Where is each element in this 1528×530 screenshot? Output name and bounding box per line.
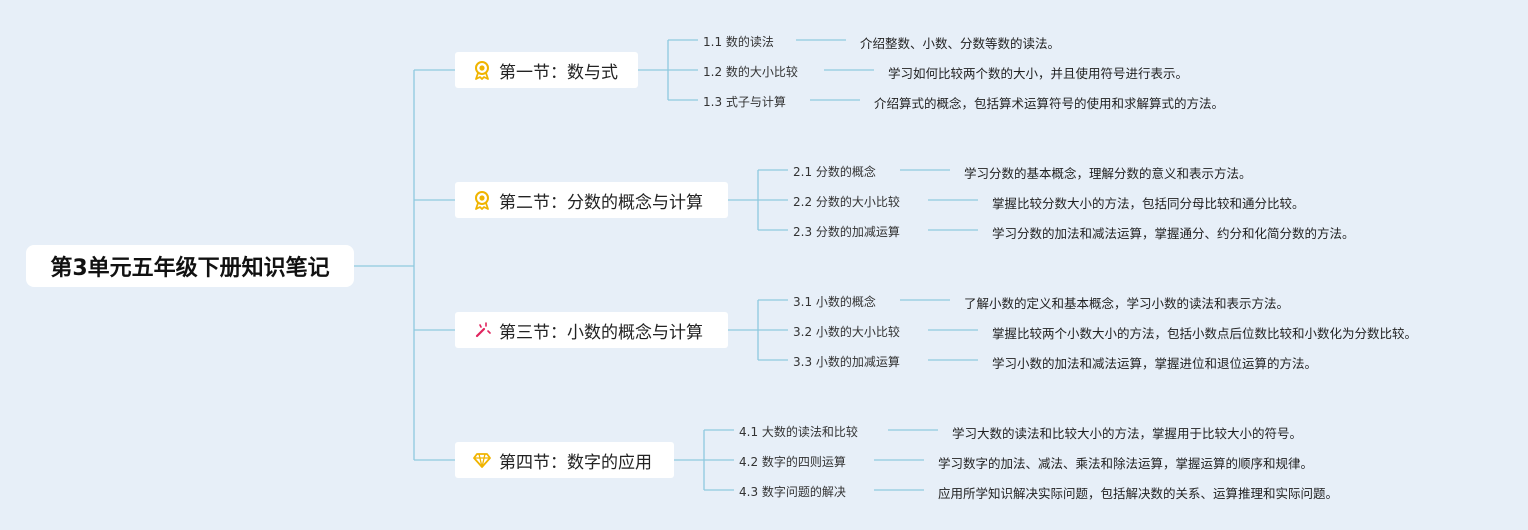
topic-description: 学习如何比较两个数的大小，并且使用符号进行表示。 [888,66,1189,81]
topic-description: 学习分数的基本概念，理解分数的意义和表示方法。 [964,166,1252,181]
section-title: 第四节：数字的应用 [499,452,652,473]
medal-icon [471,59,493,81]
root-node[interactable]: 第3单元五年级下册知识笔记 [26,245,354,287]
topic-description: 介绍整数、小数、分数等数的读法。 [860,36,1061,51]
topic-label[interactable]: 1.1 数的读法 [703,35,774,49]
section-node-3[interactable]: 第三节：小数的概念与计算 [455,312,728,348]
topic-description: 学习数字的加法、减法、乘法和除法运算，掌握运算的顺序和规律。 [938,456,1314,471]
section-node-4[interactable]: 第四节：数字的应用 [455,442,674,478]
topic-label[interactable]: 4.1 大数的读法和比较 [739,425,858,439]
section-title: 第二节：分数的概念与计算 [499,192,703,213]
topic-description: 应用所学知识解决实际问题，包括解决数的关系、运算推理和实际问题。 [938,486,1339,501]
topic-description: 学习小数的加法和减法运算，掌握进位和退位运算的方法。 [992,356,1318,371]
root-title: 第3单元五年级下册知识笔记 [50,256,330,281]
medal-icon [471,189,493,211]
topic-label[interactable]: 1.3 式子与计算 [703,95,786,109]
topic-description: 掌握比较分数大小的方法，包括同分母比较和通分比较。 [992,196,1305,211]
topic-description: 学习大数的读法和比较大小的方法，掌握用于比较大小的符号。 [952,426,1303,441]
section-node-1[interactable]: 第一节：数与式 [455,52,638,88]
topic-description: 掌握比较两个小数大小的方法，包括小数点后位数比较和小数化为分数比较。 [992,326,1418,341]
diamond-icon [471,449,493,471]
topic-label[interactable]: 4.2 数字的四则运算 [739,455,846,469]
topic-label[interactable]: 2.2 分数的大小比较 [793,195,900,209]
topic-label[interactable]: 2.3 分数的加减运算 [793,225,900,239]
topic-label[interactable]: 3.2 小数的大小比较 [793,325,900,339]
topic-label[interactable]: 1.2 数的大小比较 [703,65,798,79]
section-node-2[interactable]: 第二节：分数的概念与计算 [455,182,728,218]
magic-wand-icon [471,319,493,341]
topic-description: 学习分数的加法和减法运算，掌握通分、约分和化简分数的方法。 [992,226,1355,241]
topic-description: 了解小数的定义和基本概念，学习小数的读法和表示方法。 [964,296,1290,311]
topic-label[interactable]: 2.1 分数的概念 [793,165,876,179]
topic-label[interactable]: 3.1 小数的概念 [793,295,876,309]
section-title: 第三节：小数的概念与计算 [499,322,703,343]
topic-label[interactable]: 4.3 数字问题的解决 [739,485,846,499]
topic-label[interactable]: 3.3 小数的加减运算 [793,355,900,369]
section-title: 第一节：数与式 [499,62,618,83]
topic-description: 介绍算式的概念，包括算术运算符号的使用和求解算式的方法。 [874,96,1225,111]
